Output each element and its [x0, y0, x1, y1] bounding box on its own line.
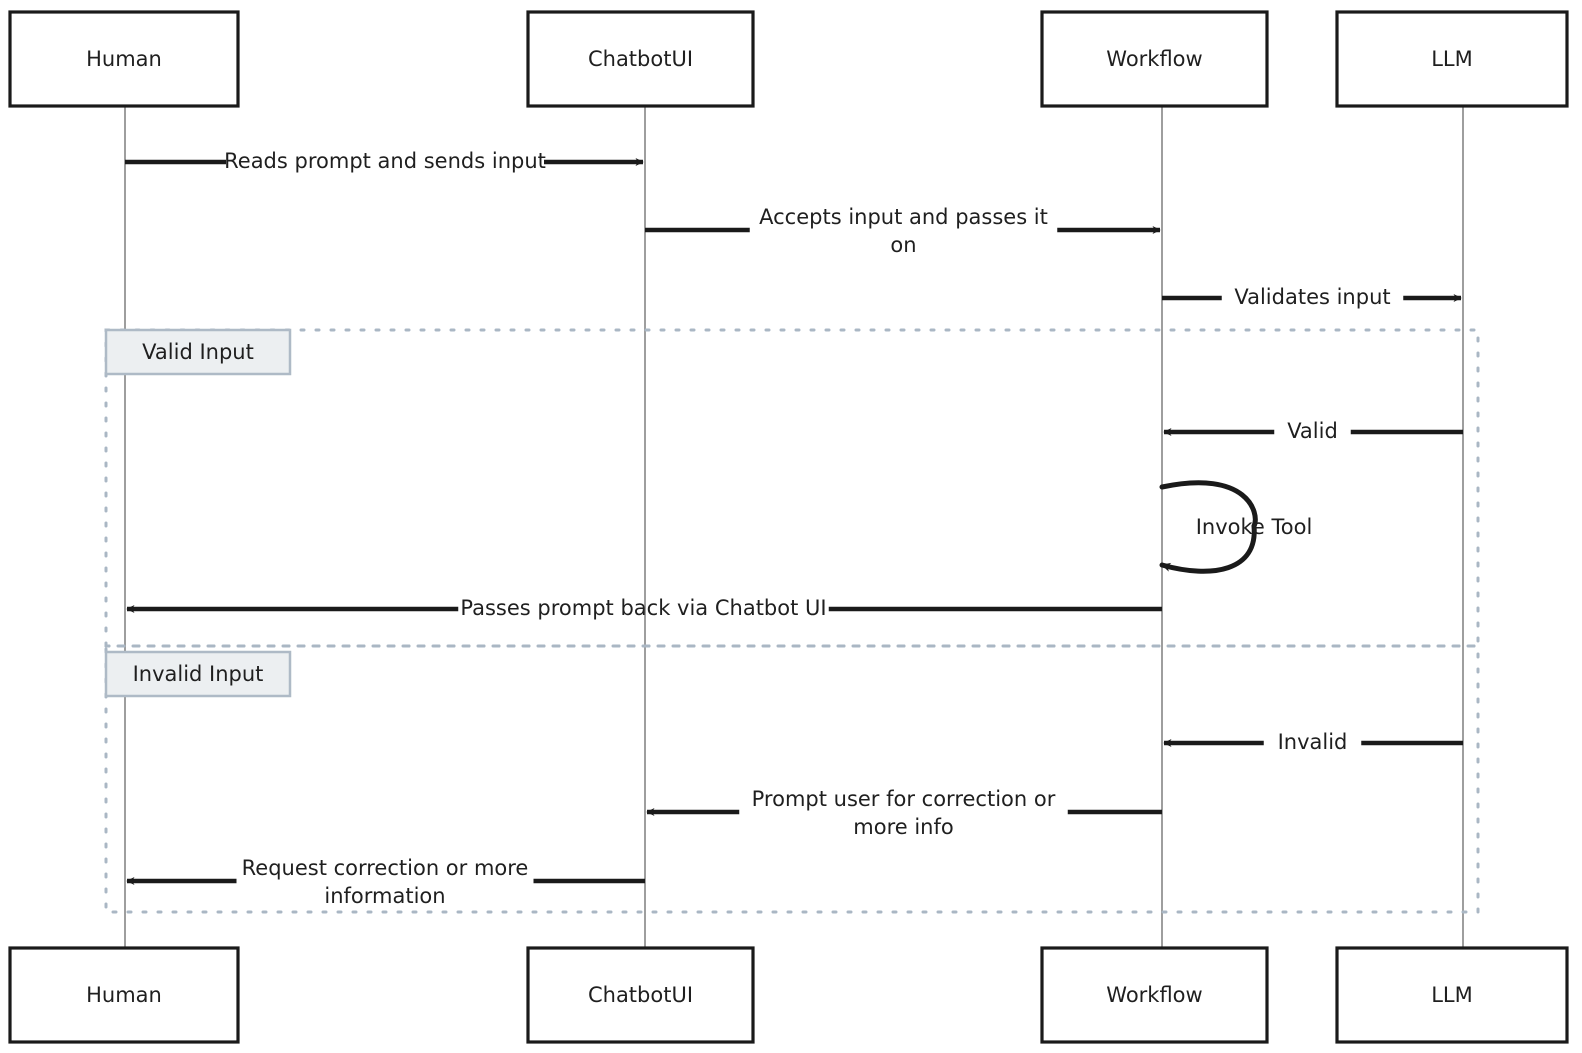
message-label: Invalid: [1278, 730, 1348, 754]
fragments-group: [104, 328, 1480, 914]
actor-box: [1040, 946, 1269, 1044]
self-loop-upper: [1159, 480, 1258, 529]
actor-boxes-group: HumanHumanChatbotUIChatbotUIWorkflowWork…: [8, 10, 1569, 1044]
message-label-line-1: Prompt user for correction or: [752, 787, 1056, 811]
actor-box: [526, 946, 755, 1044]
actor-box: [1335, 946, 1569, 1044]
actor-box: [1040, 10, 1269, 108]
actor-top-human[interactable]: Human: [8, 10, 240, 108]
actor-bottom-chatbotui[interactable]: ChatbotUI: [526, 946, 755, 1044]
message-m9[interactable]: Request correction or more information: [126, 856, 645, 908]
message-label-line-2: on: [890, 233, 916, 257]
message-m4[interactable]: Valid: [1163, 419, 1463, 443]
message-m3[interactable]: Validates input: [1162, 285, 1462, 309]
actor-label: Human: [86, 983, 162, 1007]
actor-bottom-human[interactable]: Human: [8, 946, 240, 1044]
fragment-tag-frag-invalid[interactable]: Invalid Input: [104, 650, 292, 698]
message-label: Passes prompt back via Chatbot UI: [460, 596, 826, 620]
message-m7[interactable]: Invalid: [1163, 730, 1463, 754]
message-label: Validates input: [1234, 285, 1390, 309]
actor-label: LLM: [1431, 47, 1473, 71]
fragment-tag-box: [104, 328, 292, 376]
actor-box: [8, 10, 240, 108]
lifelines-group: [124, 106, 1464, 948]
actor-box: [1335, 10, 1569, 108]
actor-label: ChatbotUI: [588, 983, 693, 1007]
actor-label: Workflow: [1106, 983, 1202, 1007]
message-m8[interactable]: Prompt user for correction or more info: [646, 787, 1162, 839]
actor-top-chatbotui[interactable]: ChatbotUI: [526, 10, 755, 108]
actor-bottom-llm[interactable]: LLM: [1335, 946, 1569, 1044]
self-loop-lower: [1159, 523, 1257, 574]
actor-box: [526, 10, 755, 108]
actor-box: [8, 946, 240, 1044]
actor-top-workflow[interactable]: Workflow: [1040, 10, 1269, 108]
fragment-tag-frag-valid[interactable]: Valid Input: [104, 328, 292, 376]
message-label-line-1: Accepts input and passes it: [759, 205, 1048, 229]
message-label-line-2: information: [324, 884, 445, 908]
fragment-frag-valid: [104, 328, 1480, 648]
message-m5[interactable]: Invoke Tool: [1159, 480, 1313, 574]
fragment-tag-label: Valid Input: [142, 340, 254, 364]
message-label-line-2: more info: [853, 815, 953, 839]
fragment-tag-box: [104, 650, 292, 698]
message-label: Valid: [1287, 419, 1338, 443]
fragment-frag-invalid: [104, 644, 1480, 914]
actor-label: LLM: [1431, 983, 1473, 1007]
actor-top-llm[interactable]: LLM: [1335, 10, 1569, 108]
actor-label: ChatbotUI: [588, 47, 693, 71]
actor-label: Human: [86, 47, 162, 71]
message-m1[interactable]: Reads prompt and sends input: [125, 149, 644, 173]
message-label: Invoke Tool: [1196, 515, 1313, 539]
message-label-line-1: Request correction or more: [242, 856, 529, 880]
actor-bottom-workflow[interactable]: Workflow: [1040, 946, 1269, 1044]
actor-label: Workflow: [1106, 47, 1202, 71]
message-label: Reads prompt and sends input: [224, 149, 546, 173]
message-m2[interactable]: Accepts input and passes it on: [645, 205, 1161, 257]
message-m6[interactable]: Passes prompt back via Chatbot UI: [126, 596, 1162, 620]
fragment-tag-label: Invalid Input: [133, 662, 264, 686]
